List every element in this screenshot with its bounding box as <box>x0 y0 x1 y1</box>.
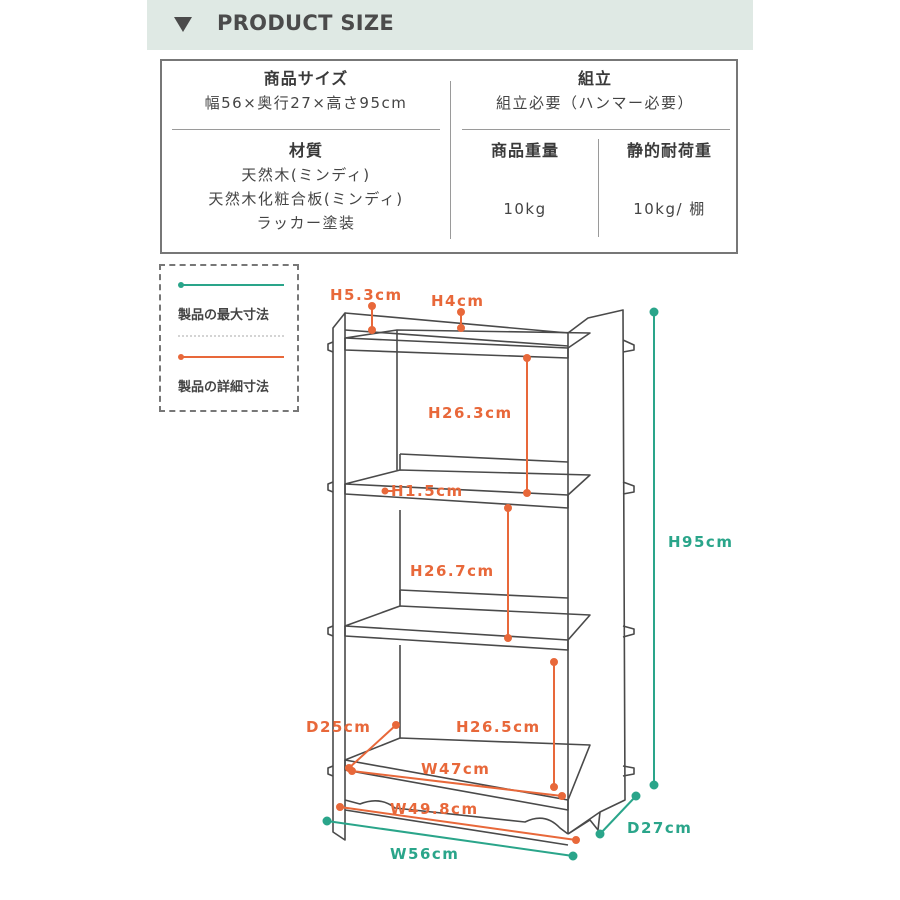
dim-inner-depth: D25cm <box>306 718 372 736</box>
dim-shelf2: H26.7cm <box>410 562 495 580</box>
material-label: 材質 <box>288 141 323 160</box>
spec-table: 商品サイズ 幅56×奥行27×高さ95cm 組立 組立必要（ハンマー必要） 材質… <box>160 59 738 254</box>
legend-marks <box>178 282 284 360</box>
size-cell: 商品サイズ 幅56×奥行27×高さ95cm <box>162 67 450 115</box>
load-value: 10kg/ 棚 <box>633 200 706 218</box>
dim-shelf1: H26.3cm <box>428 404 513 422</box>
dim-total-height: H95cm <box>668 533 734 551</box>
dim-total-depth: D27cm <box>627 819 693 837</box>
assembly-value: 組立必要（ハンマー必要） <box>495 94 694 112</box>
weight-cell: 商品重量 10kg <box>452 139 598 221</box>
dim-inner-width: W47cm <box>421 760 491 778</box>
load-label: 静的耐荷重 <box>626 141 712 160</box>
triangle-down-icon <box>174 17 192 32</box>
dim-base-width: W49.8cm <box>390 800 479 818</box>
load-cell: 静的耐荷重 10kg/ 棚 <box>599 139 740 221</box>
material-line: 天然木(ミンディ) <box>241 166 371 184</box>
divider <box>450 81 451 239</box>
material-line: 天然木化粧合板(ミンディ) <box>208 190 404 208</box>
material-cell: 材質 天然木(ミンディ) 天然木化粧合板(ミンディ) ラッカー塗装 <box>162 139 450 235</box>
divider <box>462 129 730 130</box>
material-line: ラッカー塗装 <box>256 214 356 232</box>
divider <box>172 129 440 130</box>
dim-top-panel: H5.3cm <box>330 286 403 304</box>
size-value: 幅56×奥行27×高さ95cm <box>204 94 408 112</box>
assembly-cell: 組立 組立必要（ハンマー必要） <box>452 67 738 115</box>
legend-detail-label: 製品の詳細寸法 <box>178 380 270 395</box>
dim-thickness: H1.5cm <box>391 482 464 500</box>
section-header: PRODUCT SIZE <box>147 0 753 50</box>
weight-label: 商品重量 <box>490 141 559 160</box>
size-label: 商品サイズ <box>263 69 349 88</box>
dim-top-gap: H4cm <box>431 292 485 310</box>
section-title: PRODUCT SIZE <box>217 11 395 35</box>
legend-box: 製品の最大寸法 製品の詳細寸法 <box>159 264 299 412</box>
dim-shelf3: H26.5cm <box>456 718 541 736</box>
dim-total-width: W56cm <box>390 845 460 863</box>
legend-max-label: 製品の最大寸法 <box>178 308 270 323</box>
weight-value: 10kg <box>503 200 547 218</box>
assembly-label: 組立 <box>577 69 612 88</box>
divider <box>598 139 599 237</box>
